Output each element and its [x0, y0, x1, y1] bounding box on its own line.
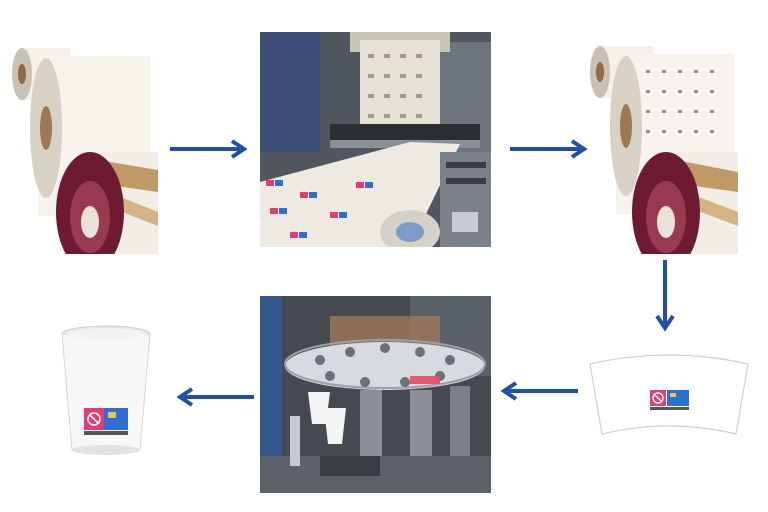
cup-forming-machine-icon: [260, 296, 491, 493]
printed-paper-rolls-panel: [586, 40, 738, 254]
arrow-down-icon: [655, 260, 675, 332]
blank-label: [650, 390, 689, 410]
cup-forming-machine-panel: [260, 296, 491, 493]
arrow-left-icon: [500, 381, 578, 401]
front-roll-core: [81, 206, 99, 238]
printed-labels: [266, 180, 373, 238]
die-cut-cup-blank-panel: [586, 350, 752, 438]
raw-paper-rolls-panel: [8, 42, 158, 254]
printing-press-icon: [260, 32, 491, 247]
printed-roll-icon: [590, 46, 738, 254]
cup-label: [84, 408, 128, 435]
finished-paper-cup-panel: [56, 324, 156, 458]
forming-cup: [308, 392, 330, 424]
arrow-left-icon: [176, 387, 254, 407]
cup-fan-blank-icon: [589, 354, 749, 435]
arrow-right-icon: [170, 139, 248, 159]
printing-machine-panel: [260, 32, 491, 247]
paper-cup-icon: [61, 325, 151, 455]
forming-cup: [324, 408, 346, 444]
paper-roll-icon: [12, 48, 158, 254]
printed-dots: [646, 70, 714, 133]
back-roll-core: [18, 64, 26, 84]
red-light: [410, 376, 440, 384]
arrow-right-icon: [510, 139, 588, 159]
middle-roll-core: [40, 106, 52, 150]
